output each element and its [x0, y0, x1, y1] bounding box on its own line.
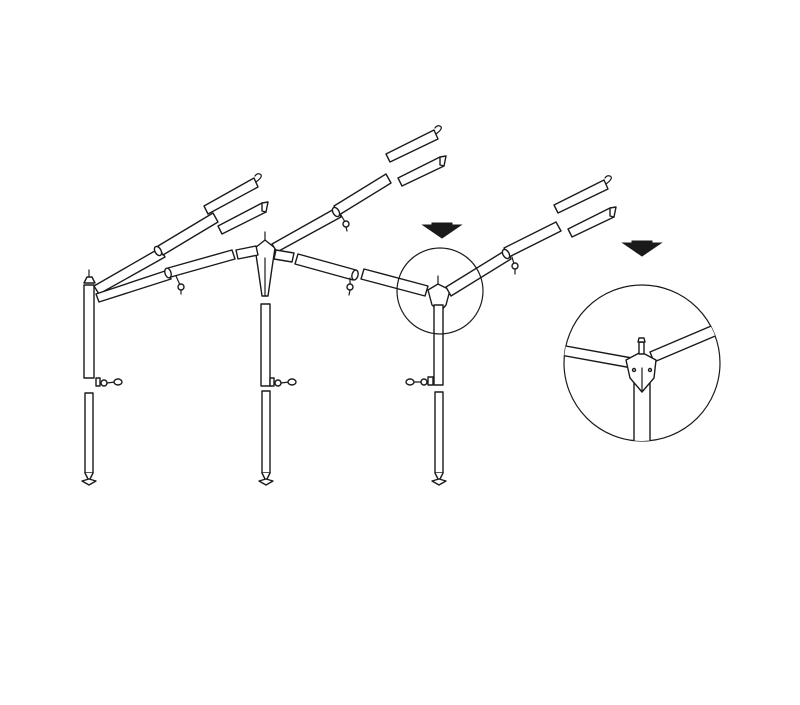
roof-clamp-right [511, 256, 519, 275]
roof-pole-left-lower [95, 249, 236, 303]
detail-arrow-1-bar [431, 222, 453, 228]
detail-right-pole [649, 317, 720, 363]
post-middle-lower [261, 390, 271, 474]
upright-post-left [81, 269, 123, 486]
roof-pole-middle-back [271, 173, 392, 253]
roof-clamp-middle-front [346, 277, 354, 296]
loose-pole-2 [217, 201, 269, 235]
clamp-middle-collar [269, 377, 275, 387]
foot-plate-middle [258, 478, 274, 486]
loose-pole-1 [203, 173, 262, 215]
loose-pole-5 [553, 175, 612, 214]
adjusting-clamp-right [405, 378, 428, 386]
magnifier-highlight-circle [396, 247, 484, 335]
clamp-right-collar [427, 376, 434, 386]
detail-spike [638, 341, 645, 355]
post-right-upper [433, 304, 444, 386]
clamp-left-collar [95, 377, 101, 387]
roof-pole-front-connector [360, 268, 429, 297]
foot-plate-right [431, 478, 447, 486]
roof-pole-middle-left-stub [235, 245, 259, 260]
upright-post-middle [254, 231, 297, 486]
roof-pole-left-upper [93, 212, 219, 295]
loose-pole-3 [385, 125, 442, 163]
roof-pole-right [445, 221, 562, 297]
detail-arrow-2-bar [631, 240, 653, 246]
roof-clamp-left [175, 275, 185, 295]
upright-post-right [405, 275, 451, 486]
detail-rivet-left [631, 367, 637, 373]
post-left-lower [84, 392, 94, 474]
post-left-upper [83, 284, 95, 379]
roof-pole-middle-right [273, 249, 359, 281]
corner-joint-detail-view [563, 284, 721, 442]
loose-pole-6 [567, 206, 617, 238]
adjusting-clamp-middle [274, 378, 297, 387]
post-middle-upper [260, 303, 271, 387]
detail-corner-fitting [625, 351, 657, 393]
detail-spike-tip [637, 337, 646, 343]
detail-left-pole [564, 344, 633, 369]
foot-plate-left [81, 478, 97, 486]
adjusting-clamp-left [100, 378, 123, 387]
post-right-lower [434, 391, 444, 474]
roof-clamp-middle-back [340, 214, 350, 232]
loose-pole-4 [397, 155, 447, 187]
post-left-top-fitting [83, 276, 96, 284]
detail-rivet-right [647, 367, 653, 373]
